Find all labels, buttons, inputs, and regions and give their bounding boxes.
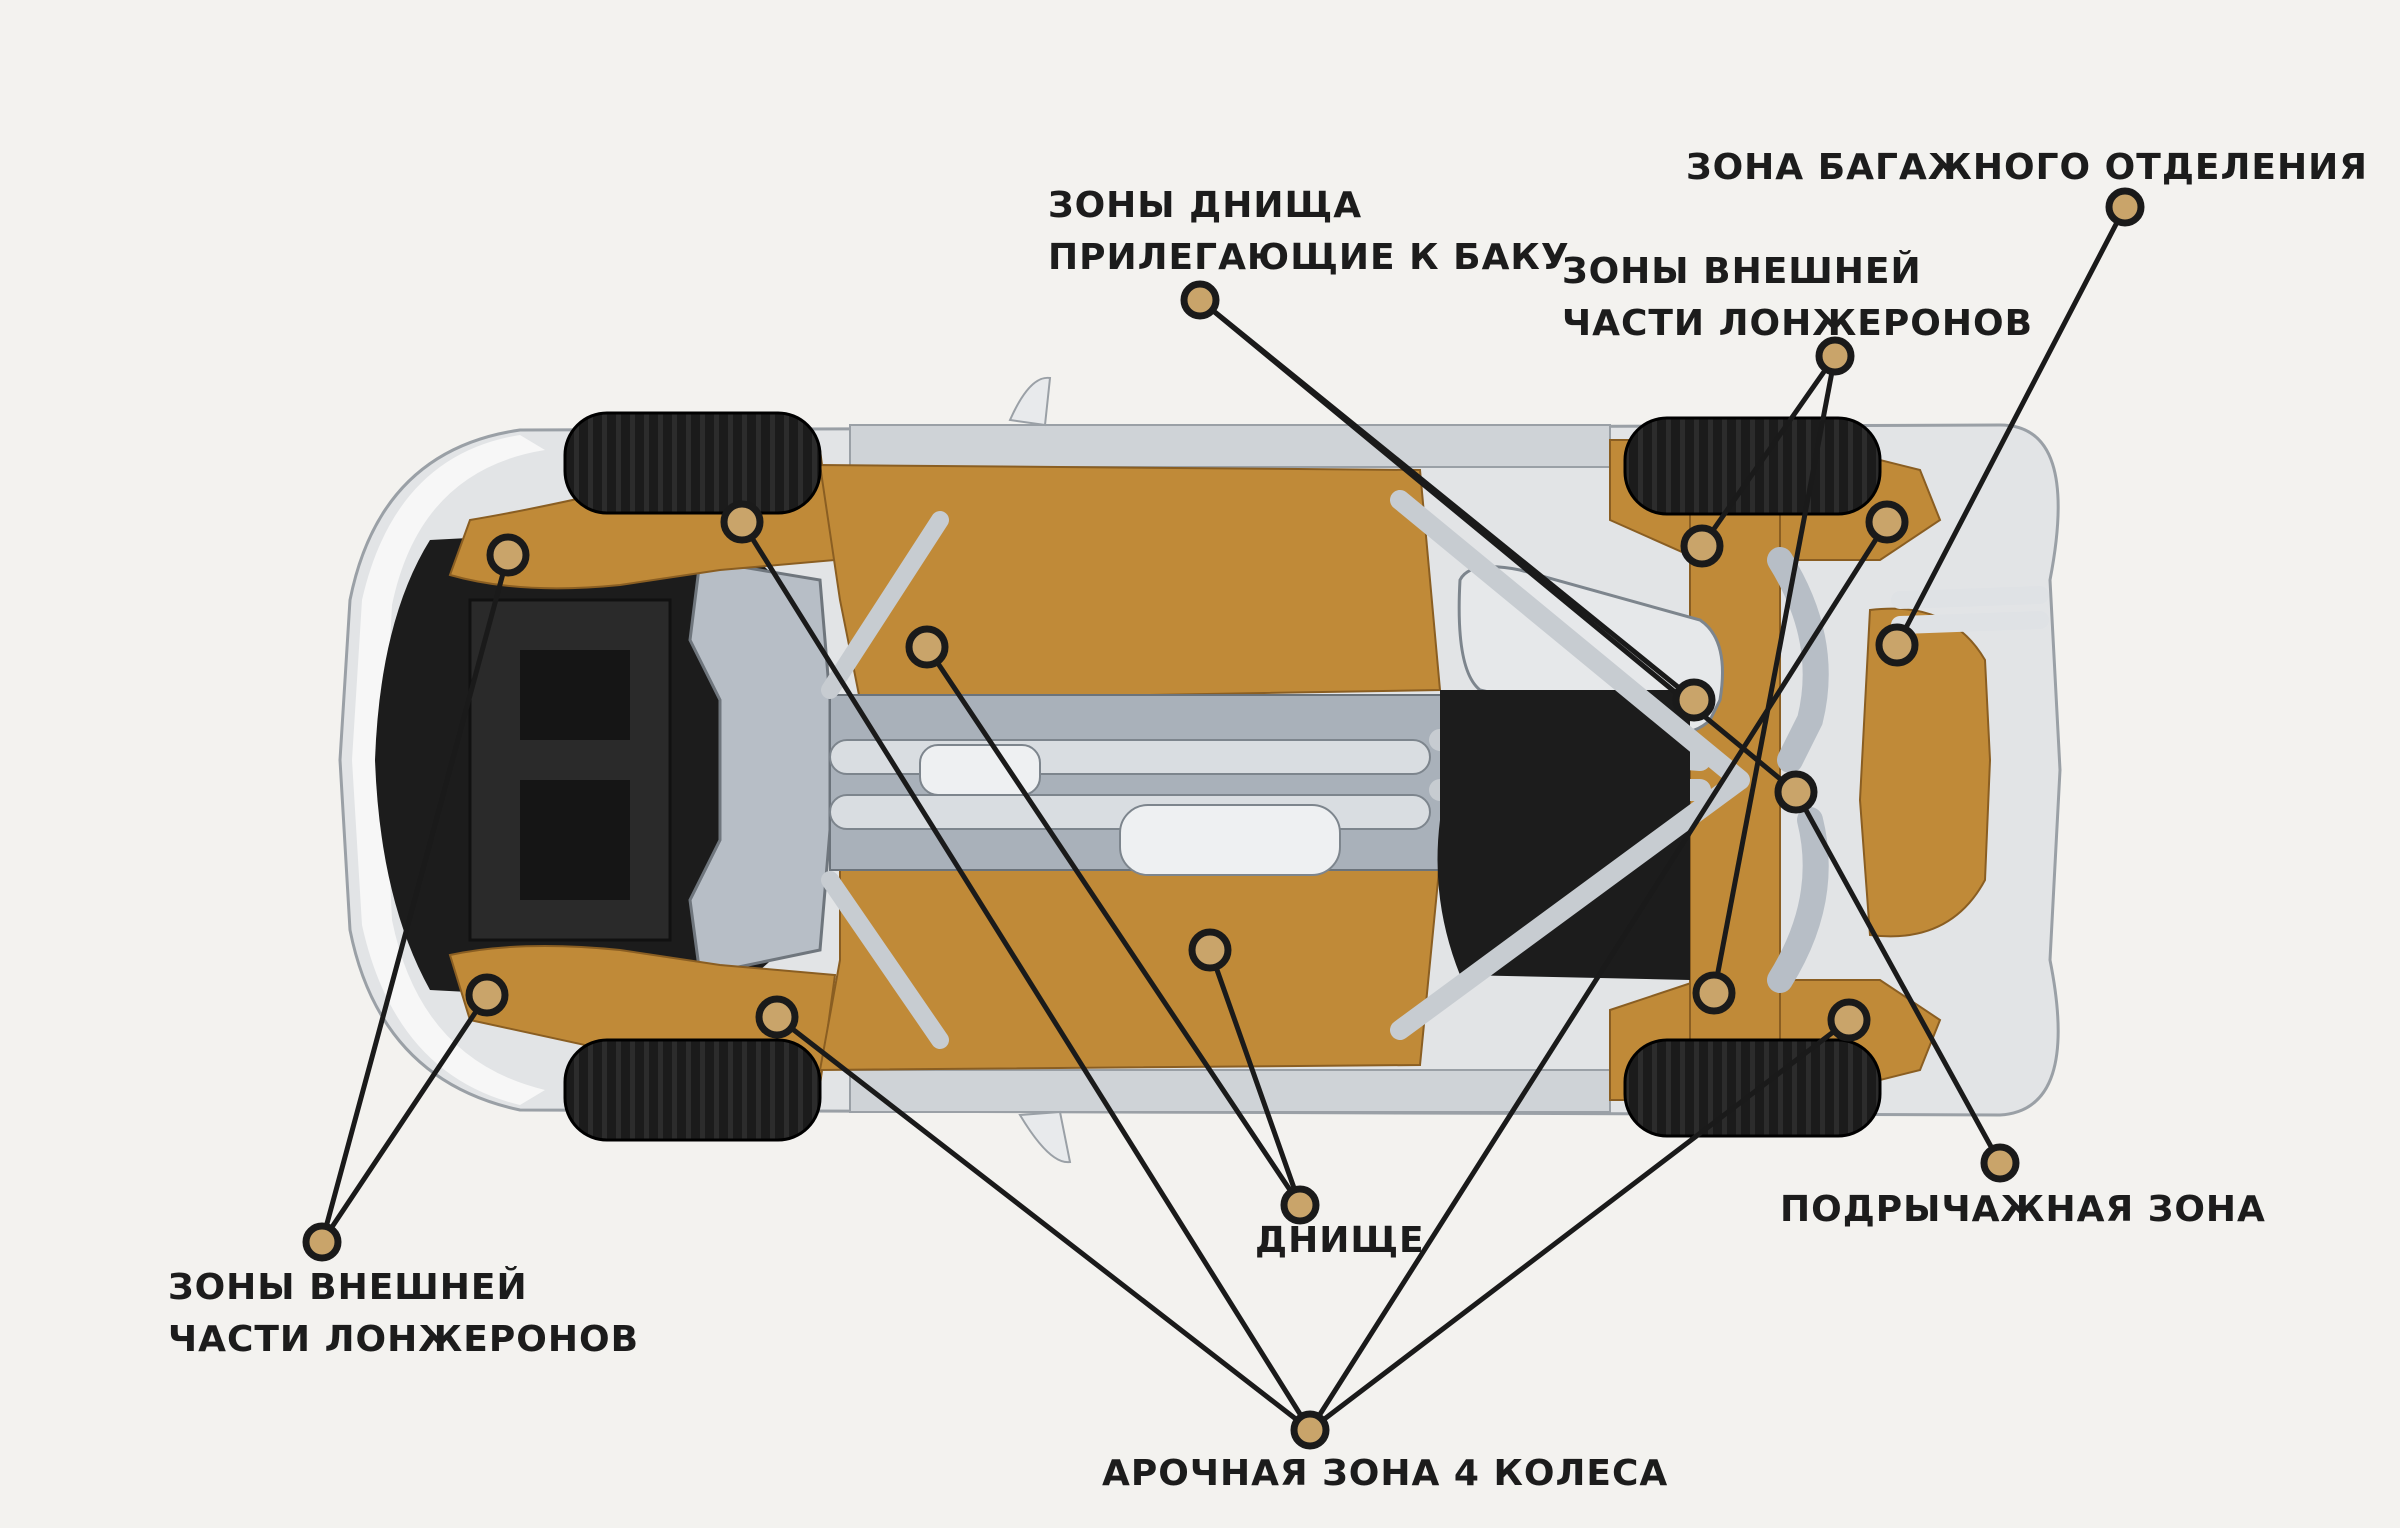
front-right-tire: [563, 1038, 822, 1142]
point-trunk: [1875, 623, 1919, 667]
label-floor-near-tank: ЗОНЫ ДНИЩА ПРИЛЕГАЮЩИЕ К БАКУ: [1048, 185, 1570, 278]
rear-right-tire: [1623, 1038, 1882, 1138]
point-tank-left: [1672, 678, 1716, 722]
left-sill: [849, 424, 1611, 468]
point-floor-left: [905, 625, 949, 669]
point-front-right-member: [465, 973, 509, 1017]
label-floor: ДНИЩЕ: [1255, 1220, 1425, 1261]
floor-left-zone: [818, 463, 1442, 702]
point-tank-center: [1774, 770, 1818, 814]
point-rear-left-member: [1680, 524, 1724, 568]
point-rear-right-member: [1692, 971, 1736, 1015]
marker-suspension-arm: [1980, 1143, 2020, 1183]
rear-left-tire: [1623, 416, 1882, 516]
markers: [302, 187, 2145, 1450]
label-trunk-zone: ЗОНА БАГАЖНОГО ОТДЕЛЕНИЯ: [1686, 147, 2368, 188]
label-front-side-members: ЗОНЫ ВНЕШНЕЙ ЧАСТИ ЛОНЖЕРОНОВ: [168, 1267, 640, 1360]
marker-rear-side-members: [1815, 336, 1855, 376]
marker-floor: [1280, 1185, 1320, 1225]
label-wheel-arches: АРОЧНАЯ ЗОНА 4 КОЛЕСА: [1102, 1453, 1669, 1494]
marker-trunk: [2105, 187, 2145, 227]
car-underbody: [338, 376, 2062, 1164]
marker-floor-near-tank: [1180, 280, 1220, 320]
trunk-floor-zone: [1858, 607, 1992, 938]
front-left-tire: [563, 411, 822, 515]
marker-front-side-members: [302, 1222, 342, 1262]
leader-lines: [319, 205, 2128, 1432]
point-floor-right: [1188, 928, 1232, 972]
marker-wheel-arches: [1290, 1410, 1330, 1450]
right-sill: [849, 1069, 1611, 1113]
label-rear-side-members: ЗОНЫ ВНЕШНЕЙ ЧАСТИ ЛОНЖЕРОНОВ: [1562, 251, 2034, 344]
floor-right-zone: [818, 858, 1442, 1072]
fuel-tank-area: [1437, 690, 1690, 980]
point-front-left-member: [486, 533, 530, 577]
label-suspension-arm-zone: ПОДРЫЧАЖНАЯ ЗОНА: [1780, 1189, 2266, 1230]
point-rear-left-arch: [1865, 500, 1909, 544]
point-front-right-arch: [755, 995, 799, 1039]
point-rear-right-arch: [1827, 998, 1871, 1042]
point-front-left-arch: [720, 500, 764, 544]
